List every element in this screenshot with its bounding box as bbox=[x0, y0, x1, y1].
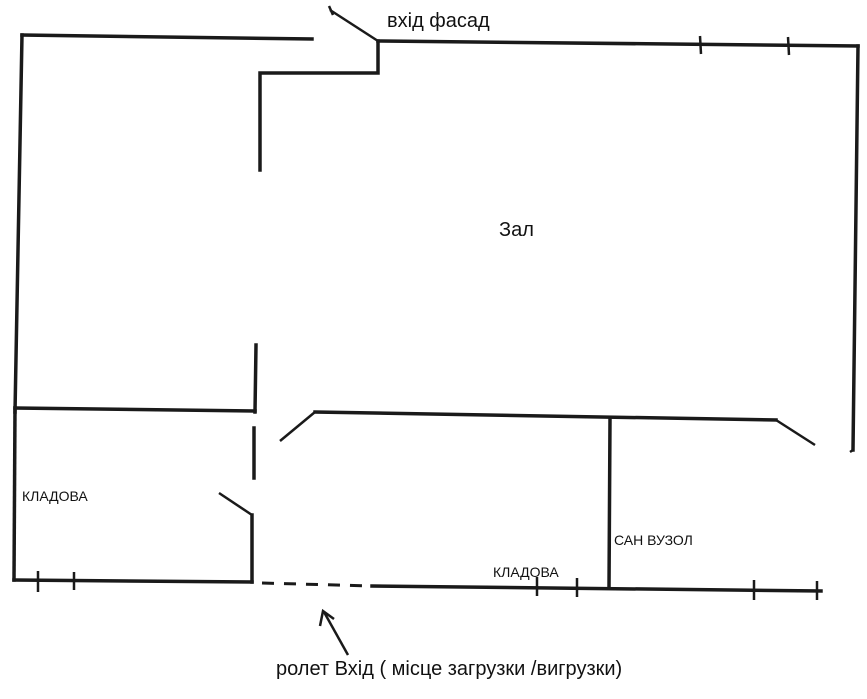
left-wall bbox=[13, 33, 24, 414]
roller-shutter-opening bbox=[261, 581, 373, 588]
storage-bottom-door-leaf-left bbox=[279, 411, 316, 442]
top-wall-right bbox=[376, 39, 860, 48]
arrow-icon bbox=[318, 608, 350, 656]
top-wall-left bbox=[20, 33, 314, 41]
storage-left-top-wall bbox=[13, 406, 257, 413]
window-tick bbox=[698, 35, 703, 55]
entrance-facade-label: вхід фасад bbox=[387, 10, 490, 32]
entrance-door-leaf bbox=[329, 8, 379, 43]
storage-bottom-top-wall bbox=[313, 410, 778, 422]
window-marks bbox=[36, 35, 819, 600]
vestibule-partition bbox=[258, 39, 380, 172]
bathroom-partition bbox=[607, 417, 612, 590]
bottom-wall-left bbox=[12, 578, 254, 584]
entrance-door-stop bbox=[327, 5, 335, 16]
bottom-wall-right bbox=[370, 584, 823, 593]
storage-left-label: КЛАДОВА bbox=[22, 488, 88, 504]
right-wall bbox=[851, 44, 860, 452]
doors bbox=[218, 5, 816, 517]
window-tick bbox=[786, 36, 791, 56]
partition-vertical-lower bbox=[253, 343, 258, 414]
outer-walls bbox=[12, 33, 860, 593]
storage-bottom-label: КЛАДОВА bbox=[493, 564, 559, 580]
rear-entrance-label: ролет Вхід ( місце загрузки /вигрузки) bbox=[276, 658, 623, 680]
bathroom-door-leaf bbox=[775, 418, 816, 447]
hall-label: Зал bbox=[499, 219, 534, 241]
left-wall-lower bbox=[12, 406, 17, 582]
interior-walls bbox=[13, 39, 854, 590]
right-wall-chamfer bbox=[849, 448, 854, 454]
bathroom-label: САН ВУЗОЛ bbox=[614, 532, 693, 548]
storage-left-door-leaf bbox=[218, 491, 253, 517]
